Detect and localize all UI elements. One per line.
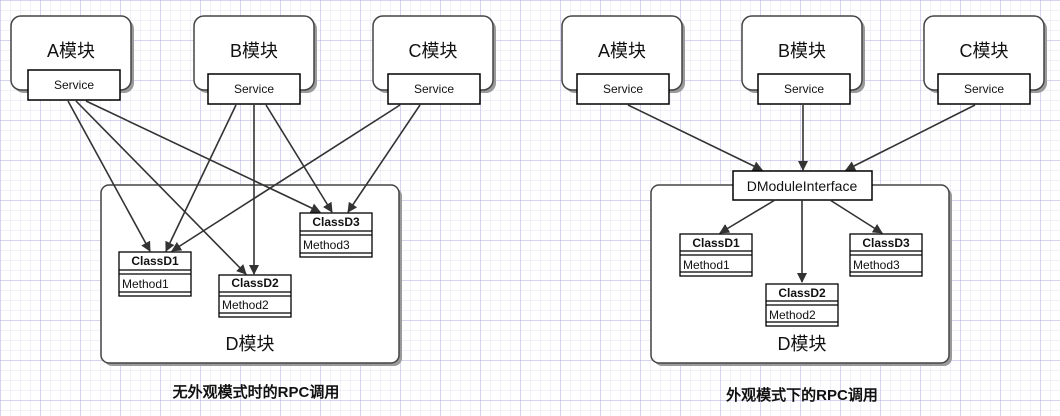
right-arrow-iface-d3: [829, 199, 883, 234]
right-arrow-c-iface: [845, 104, 976, 171]
right-module-c-service: [937, 73, 1031, 105]
right-iface-arrows: [719, 199, 883, 283]
left-module-c-service-label: Service: [414, 82, 454, 96]
right-class-d3: ClassD3 Method3: [849, 233, 923, 277]
right-module-a-label: A模块: [598, 41, 646, 61]
left-class-d2-name: ClassD2: [231, 276, 279, 290]
right-class-d2-name: ClassD2: [778, 286, 826, 300]
left-arrow-a-d1: [67, 100, 151, 252]
left-arrows: [67, 100, 421, 275]
left-arrow-b-d3: [265, 104, 333, 213]
left-arrow-a-d2: [75, 100, 247, 275]
right-dmodule-interface-label: DModuleInterface: [747, 178, 858, 194]
left-module-a-service-label: Service: [54, 78, 94, 92]
right-service-arrows: [627, 104, 976, 171]
right-module-c-service-label: Service: [964, 82, 1004, 96]
right-caption: 外观模式下的RPC调用: [725, 386, 878, 404]
right-class-d3-name: ClassD3: [862, 236, 910, 250]
left-caption: 无外观模式时的RPC调用: [172, 383, 340, 401]
right-class-d1: ClassD1 Method1: [679, 233, 753, 277]
left-arrow-c-d3: [347, 104, 421, 213]
right-module-b-service-label: Service: [784, 82, 824, 96]
right-class-d2: ClassD2 Method2: [765, 283, 839, 327]
left-module-c-label: C模块: [409, 41, 458, 61]
left-module-c-service: [387, 73, 481, 105]
left-class-d3-name: ClassD3: [312, 215, 360, 229]
left-d-module-label: D模块: [226, 334, 275, 354]
right-module-a-service-label: Service: [603, 82, 643, 96]
left-class-d3: ClassD3 Method3: [299, 212, 373, 258]
left-arrow-a-d3: [85, 100, 321, 213]
right-dmodule-interface: [732, 170, 873, 201]
right-module-a-service: [576, 73, 670, 105]
right-d-module-label: D模块: [778, 334, 827, 354]
left-class-d3-method: Method3: [303, 238, 350, 252]
right-class-d1-name: ClassD1: [692, 236, 740, 250]
right-diagram: D模块 A模块 Service B模块 Service C模块 Service …: [561, 15, 1047, 404]
left-class-d1-method: Method1: [122, 277, 169, 291]
right-module-b-label: B模块: [778, 41, 826, 61]
left-class-d1-name: ClassD1: [131, 254, 179, 268]
left-diagram: D模块 A模块 Service B模块 Service C模块 Service: [10, 15, 496, 401]
right-module-b-service: [757, 73, 851, 105]
left-module-b-label: B模块: [230, 41, 278, 61]
left-class-d2-method: Method2: [222, 298, 269, 312]
right-class-d1-method: Method1: [683, 258, 730, 272]
right-arrow-iface-d1: [719, 199, 776, 234]
right-module-c-label: C模块: [960, 41, 1009, 61]
left-module-a-service: [27, 69, 121, 101]
left-arrow-b-d1: [165, 104, 237, 252]
right-class-d2-method: Method2: [769, 308, 816, 322]
left-class-d2: ClassD2 Method2: [218, 274, 292, 318]
right-class-d3-method: Method3: [853, 258, 900, 272]
left-module-b-service: [207, 73, 301, 105]
left-class-d1: ClassD1 Method1: [118, 251, 192, 297]
left-module-a-label: A模块: [47, 41, 95, 61]
right-arrow-a-iface: [627, 104, 763, 171]
left-module-b-service-label: Service: [234, 82, 274, 96]
left-arrow-c-d1: [171, 104, 401, 252]
